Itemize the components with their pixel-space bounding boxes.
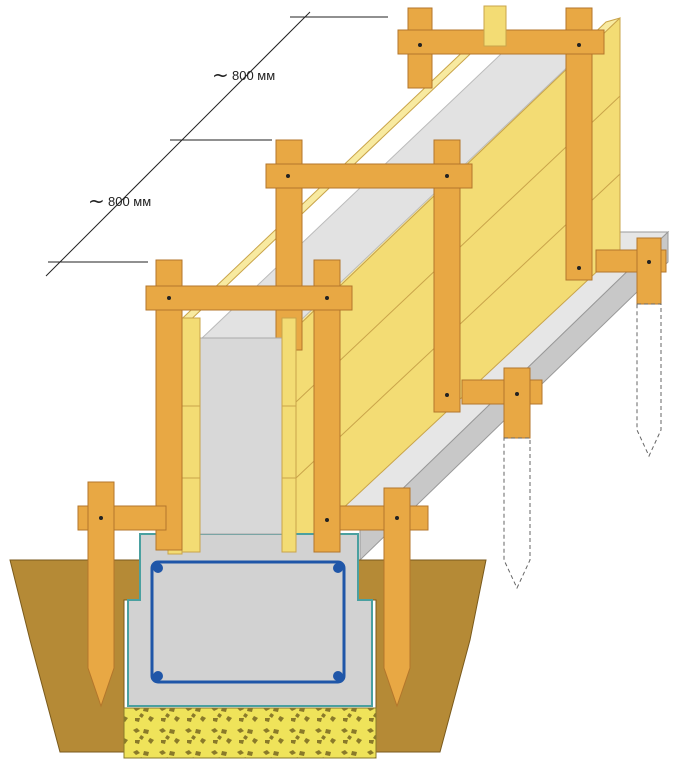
concrete-column <box>199 337 283 535</box>
svg-text:~: ~ <box>88 189 105 213</box>
rebar-cage <box>150 560 346 684</box>
svg-text:800 мм: 800 мм <box>232 68 275 83</box>
footing-section <box>127 533 373 707</box>
dimension-label-1: ~ 800 мм <box>212 63 275 87</box>
stake-left <box>87 481 115 708</box>
stake-right <box>383 487 411 708</box>
dimension-label-2: ~ 800 мм <box>88 189 151 213</box>
frame-back <box>397 7 667 458</box>
svg-text:800 мм: 800 мм <box>108 194 151 209</box>
back-left-board <box>483 5 507 47</box>
dimension-lines <box>45 11 388 277</box>
svg-text:~: ~ <box>212 63 229 87</box>
frame-front <box>77 259 429 708</box>
frame-middle <box>265 139 543 590</box>
gravel-bed <box>123 707 377 759</box>
